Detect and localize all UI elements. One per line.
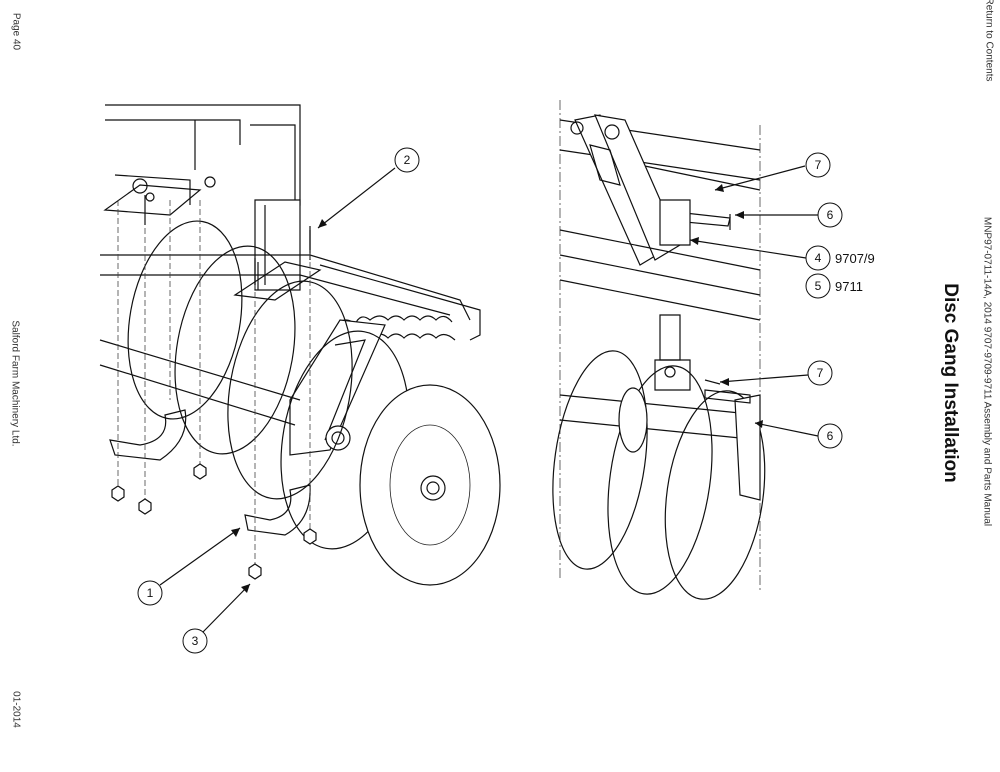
leader-1 — [159, 527, 241, 586]
callout-4: 4 — [805, 245, 831, 271]
leader-2 — [317, 167, 396, 229]
svg-text:4: 4 — [815, 251, 822, 265]
part-number-9707-9: 9707/9 — [835, 251, 875, 266]
svg-text:7: 7 — [817, 366, 824, 380]
leader-3 — [202, 583, 251, 633]
callout-7-lower: 7 — [807, 360, 833, 386]
svg-text:2: 2 — [404, 153, 411, 167]
right-detail-illustration — [552, 100, 766, 600]
leader-7a — [714, 165, 806, 191]
left-assembly-illustration — [99, 104, 501, 586]
leader-4 — [689, 239, 807, 259]
callout-6-lower: 6 — [817, 423, 843, 449]
svg-text:1: 1 — [147, 586, 154, 600]
svg-text:6: 6 — [827, 429, 834, 443]
callout-5: 5 — [805, 273, 831, 299]
part-number-9711: 9711 — [835, 279, 863, 294]
callout-6-upper: 6 — [817, 202, 843, 228]
svg-text:7: 7 — [815, 158, 822, 172]
callout-3: 3 — [182, 628, 208, 654]
callout-1: 1 — [137, 580, 163, 606]
svg-text:5: 5 — [815, 279, 822, 293]
svg-text:6: 6 — [827, 208, 834, 222]
svg-text:3: 3 — [192, 634, 199, 648]
callout-7-upper: 7 — [805, 152, 831, 178]
callout-2: 2 — [394, 147, 420, 173]
leader-7b — [719, 374, 809, 383]
leader-6b — [754, 422, 819, 437]
